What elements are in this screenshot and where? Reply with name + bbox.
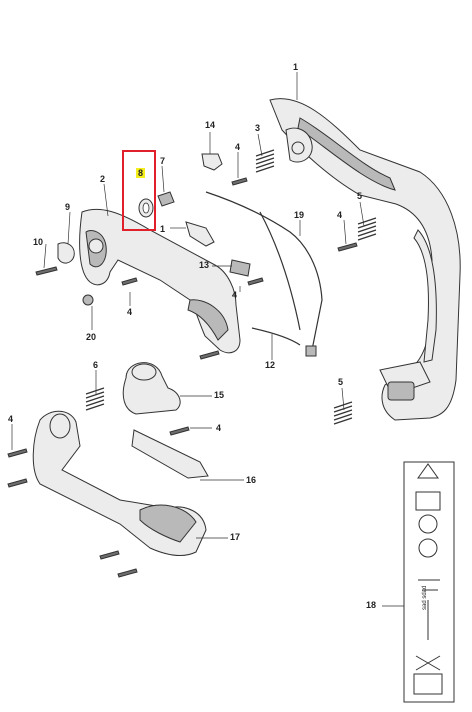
- callout-14: 14: [205, 120, 216, 130]
- front-handle: [79, 208, 241, 354]
- callout-8: 8: [136, 168, 146, 178]
- bracket-15: [122, 362, 181, 415]
- callout-10: 10: [33, 237, 44, 247]
- wire-harness: [205, 191, 323, 357]
- callout-5-b: 5: [338, 377, 344, 387]
- spring-5-lower: [333, 401, 353, 425]
- callout-2: 2: [100, 174, 106, 184]
- spring-3: [255, 149, 275, 173]
- callout-4-e: 4: [216, 423, 222, 433]
- screws: [7, 177, 358, 578]
- callout-19: 19: [294, 210, 305, 220]
- callout-3: 3: [255, 123, 261, 133]
- callout-4-c: 4: [127, 307, 133, 317]
- label-panel-tag: sad sdad: [422, 585, 428, 610]
- callout-5-a: 5: [357, 191, 363, 201]
- label-panel: [403, 461, 455, 703]
- callout-4-a: 4: [235, 142, 241, 152]
- callout-9: 9: [65, 202, 71, 212]
- highlight-box: [122, 150, 156, 231]
- leader-lines: [11, 72, 404, 607]
- callout-12: 12: [265, 360, 276, 370]
- callout-4-d: 4: [232, 290, 238, 300]
- callout-11: 1: [160, 224, 166, 234]
- cover-16: [131, 429, 209, 479]
- callout-15: 15: [214, 390, 225, 400]
- callout-7: 7: [160, 156, 166, 166]
- callout-18: 18: [366, 600, 377, 610]
- spring-6: [85, 387, 105, 411]
- small-parts: [57, 153, 251, 306]
- spring-5-upper: [357, 217, 377, 241]
- lower-handle: [32, 410, 207, 556]
- callout-17: 17: [230, 532, 241, 542]
- callout-4-f: 4: [8, 414, 14, 424]
- rear-handle-frame: [269, 98, 461, 421]
- callout-20: 20: [86, 332, 97, 342]
- callout-13: 13: [199, 260, 210, 270]
- callout-4-b: 4: [337, 210, 343, 220]
- callout-6: 6: [93, 360, 99, 370]
- callout-16: 16: [246, 475, 257, 485]
- callout-1: 1: [293, 62, 299, 72]
